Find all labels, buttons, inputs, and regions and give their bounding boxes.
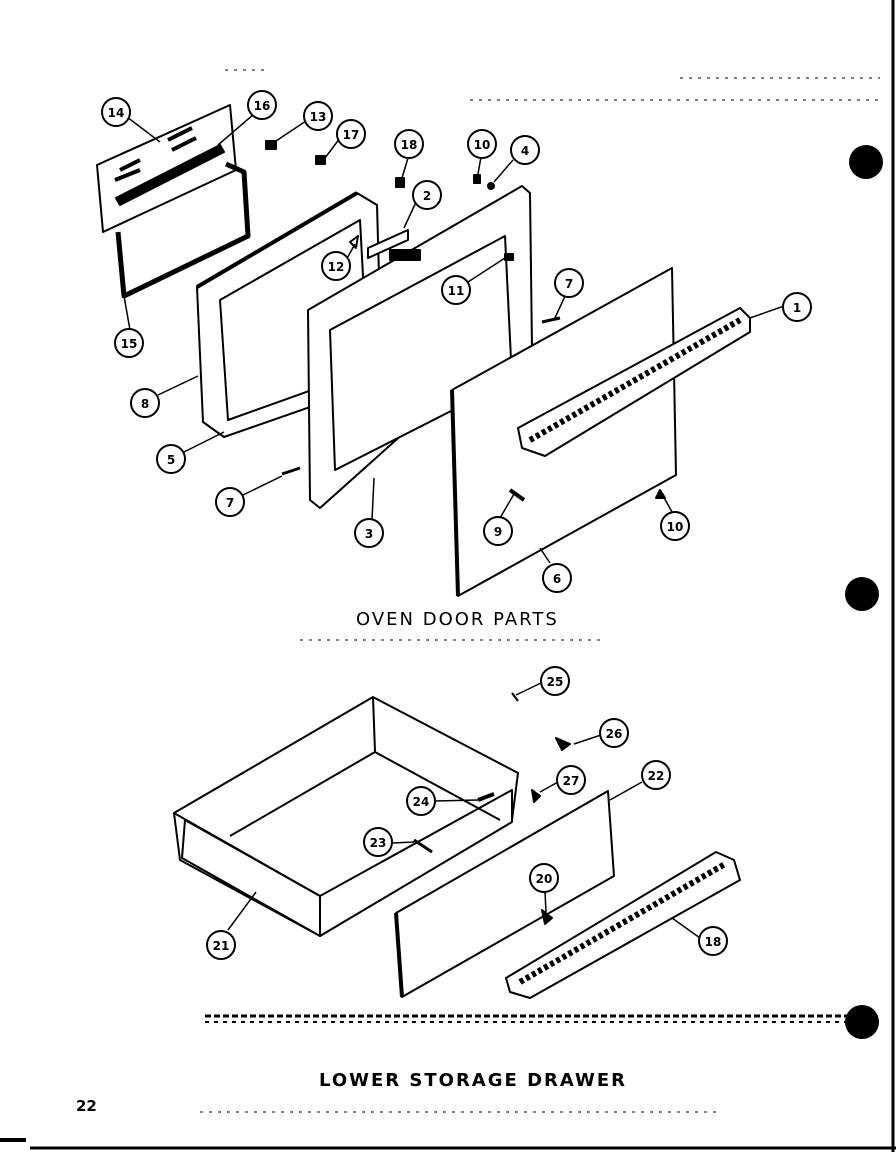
svg-text:5: 5 [167, 453, 175, 467]
svg-text:27: 27 [563, 774, 580, 788]
callout-27: 27 [556, 765, 586, 795]
oven-callouts: 14 16 13 17 18 10 4 2 12 11 7 1 15 8 5 7… [101, 90, 812, 593]
callout-1: 1 [782, 292, 812, 322]
svg-text:18: 18 [705, 935, 722, 949]
part-16-strip [115, 144, 225, 206]
svg-text:14: 14 [108, 106, 125, 120]
callout-25: 25 [540, 666, 570, 696]
callout-21: 21 [206, 930, 236, 960]
drawer-callouts: 25 26 27 22 24 23 20 21 18 [206, 666, 728, 960]
svg-text:6: 6 [553, 572, 561, 586]
svg-text:11: 11 [448, 284, 465, 298]
callout-4: 4 [510, 135, 540, 165]
part-14-glass [96, 104, 237, 233]
svg-text:22: 22 [648, 769, 665, 783]
callout-2: 2 [412, 180, 442, 210]
part-1-handle [517, 307, 751, 457]
callout-7b: 7 [215, 487, 245, 517]
callout-24: 24 [406, 786, 436, 816]
scan-noise [200, 69, 880, 1113]
drawer-hardware [413, 692, 571, 925]
binder-hole-marks [845, 145, 883, 1039]
callout-26: 26 [599, 718, 629, 748]
svg-text:24: 24 [413, 795, 430, 809]
callout-11: 11 [441, 275, 471, 305]
callout-10b: 10 [660, 511, 690, 541]
callout-17: 17 [336, 119, 366, 149]
svg-text:12: 12 [328, 260, 345, 274]
svg-text:13: 13 [310, 110, 327, 124]
callout-18: 18 [394, 129, 424, 159]
callout-15: 15 [114, 328, 144, 358]
svg-text:4: 4 [521, 144, 529, 158]
callout-12: 12 [321, 251, 351, 281]
svg-text:17: 17 [343, 128, 360, 142]
callout-23: 23 [363, 827, 393, 857]
svg-text:23: 23 [370, 836, 387, 850]
callout-14: 14 [101, 97, 131, 127]
svg-text:7: 7 [226, 496, 234, 510]
svg-text:20: 20 [536, 872, 553, 886]
lower-storage-drawer-title: LOWER STORAGE DRAWER [319, 1070, 628, 1091]
svg-text:10: 10 [667, 520, 684, 534]
part-22-front-panel [394, 790, 615, 998]
svg-text:7: 7 [565, 277, 573, 291]
callout-7a: 7 [554, 268, 584, 298]
callout-16: 16 [247, 90, 277, 120]
svg-text:18: 18 [401, 138, 418, 152]
svg-text:15: 15 [121, 337, 138, 351]
callout-22: 22 [641, 760, 671, 790]
part-18-drawer-handle [505, 851, 741, 999]
svg-text:8: 8 [141, 397, 149, 411]
callout-10: 10 [467, 129, 497, 159]
callout-20: 20 [529, 863, 559, 893]
svg-text:25: 25 [547, 675, 564, 689]
svg-text:10: 10 [474, 138, 491, 152]
part-21-drawer-box [173, 696, 519, 937]
oven-leader-lines [123, 113, 785, 564]
svg-text:16: 16 [254, 99, 271, 113]
drawer-leader-lines [227, 682, 701, 939]
svg-text:21: 21 [213, 939, 230, 953]
svg-text:9: 9 [494, 525, 502, 539]
callout-5: 5 [156, 444, 186, 474]
callout-18b: 18 [698, 926, 728, 956]
callout-3: 3 [354, 518, 384, 548]
svg-text:26: 26 [606, 727, 623, 741]
page-number: 22 [76, 1097, 97, 1115]
callout-6: 6 [542, 563, 572, 593]
callout-8: 8 [130, 388, 160, 418]
callout-9: 9 [483, 516, 513, 546]
svg-text:2: 2 [423, 189, 431, 203]
part-2-bracket [367, 229, 409, 259]
oven-door-parts-title: OVEN DOOR PARTS [356, 609, 559, 630]
small-hardware [265, 140, 666, 502]
callout-13: 13 [303, 101, 333, 131]
part-15-frame [115, 161, 251, 299]
svg-text:1: 1 [793, 301, 801, 315]
svg-text:3: 3 [365, 527, 373, 541]
